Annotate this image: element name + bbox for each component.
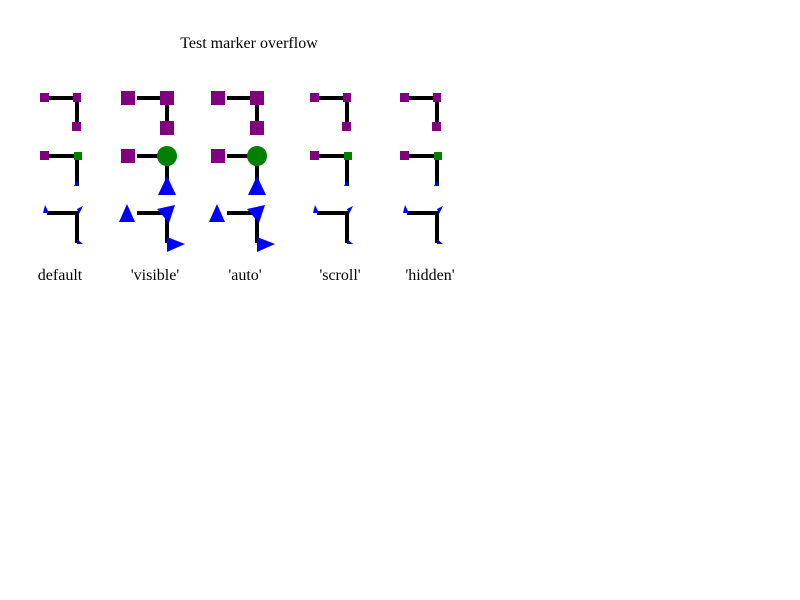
mid-triangle-marker <box>77 206 83 214</box>
end-square-marker <box>160 121 174 135</box>
column-labels: default 'visible' 'auto' 'scroll' 'hidden' <box>38 267 455 284</box>
start-square-marker <box>310 151 319 160</box>
start-square-marker <box>310 93 319 102</box>
mid-circle-marker <box>434 152 442 160</box>
start-square-marker <box>211 149 225 163</box>
start-square-marker <box>40 151 49 160</box>
path-line <box>137 211 169 243</box>
marker-path-c1-r2 <box>119 204 185 252</box>
end-triangle-marker <box>77 239 83 244</box>
end-triangle-marker <box>158 176 176 195</box>
path-line <box>47 211 79 243</box>
marker-path-c4-r1 <box>400 151 442 186</box>
mid-circle-marker <box>157 146 177 166</box>
mid-circle-marker <box>247 146 267 166</box>
start-triangle-marker <box>119 204 135 222</box>
path-line <box>227 211 259 243</box>
marker-path-c4-r2 <box>403 205 443 244</box>
mid-square-marker <box>343 93 351 102</box>
path-line <box>317 211 349 243</box>
column-label: 'hidden' <box>405 267 454 284</box>
mid-triangle-marker <box>437 206 443 214</box>
start-triangle-marker <box>209 204 225 222</box>
marker-path-c3-r1 <box>310 151 352 186</box>
column-label: default <box>38 267 83 284</box>
mid-triangle-marker <box>247 205 265 223</box>
column-label: 'auto' <box>228 267 261 284</box>
mid-square-marker <box>73 93 81 102</box>
marker-grid <box>40 91 443 252</box>
path-line <box>47 154 79 186</box>
marker-path-c3-r2 <box>313 205 353 244</box>
marker-path-c4-r0 <box>400 93 441 131</box>
path-line <box>407 154 439 186</box>
end-square-marker <box>72 122 81 131</box>
start-triangle-marker <box>43 205 49 213</box>
column-label: 'visible' <box>131 267 180 284</box>
marker-path-c1-r1 <box>121 146 177 195</box>
marker-path-c2-r1 <box>211 146 267 195</box>
marker-path-c0-r1 <box>40 151 82 186</box>
mid-square-marker <box>250 91 264 105</box>
start-square-marker <box>211 91 225 105</box>
marker-path-c2-r2 <box>209 204 275 252</box>
marker-path-c0-r0 <box>40 93 81 131</box>
end-square-marker <box>342 122 351 131</box>
mid-circle-marker <box>74 152 82 160</box>
path-line <box>317 154 349 186</box>
end-triangle-marker <box>248 176 266 195</box>
start-square-marker <box>400 93 409 102</box>
path-line <box>407 211 439 243</box>
end-triangle-marker <box>347 239 353 244</box>
end-triangle-marker <box>167 237 185 252</box>
end-triangle-marker <box>74 180 79 186</box>
marker-path-c3-r0 <box>310 93 351 131</box>
column-label: 'scroll' <box>319 267 360 284</box>
marker-path-c1-r0 <box>121 91 174 135</box>
start-square-marker <box>121 149 135 163</box>
end-triangle-marker <box>257 237 275 252</box>
start-triangle-marker <box>403 205 409 213</box>
mid-circle-marker <box>344 152 352 160</box>
marker-path-c2-r0 <box>211 91 264 135</box>
marker-path-c0-r2 <box>43 205 83 244</box>
mid-square-marker <box>160 91 174 105</box>
end-triangle-marker <box>437 239 443 244</box>
mid-square-marker <box>433 93 441 102</box>
end-triangle-marker <box>344 180 349 186</box>
page-title: Test marker overflow <box>180 35 318 52</box>
start-square-marker <box>121 91 135 105</box>
end-triangle-marker <box>434 180 439 186</box>
end-square-marker <box>432 122 441 131</box>
mid-triangle-marker <box>157 205 175 223</box>
start-square-marker <box>40 93 49 102</box>
start-triangle-marker <box>313 205 319 213</box>
mid-triangle-marker <box>347 206 353 214</box>
start-square-marker <box>400 151 409 160</box>
end-square-marker <box>250 121 264 135</box>
